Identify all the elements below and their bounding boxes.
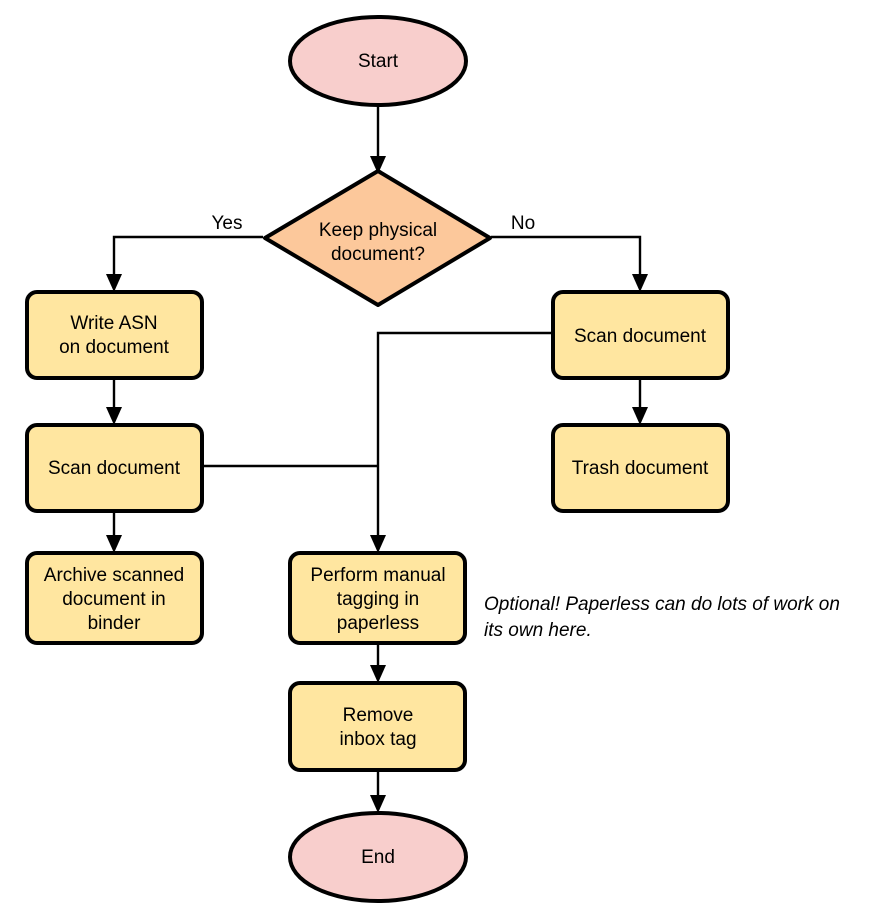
scan-left-rect <box>25 423 204 513</box>
node-manual-tagging-label-line2: tagging in <box>337 589 419 610</box>
trash-rect <box>551 423 730 513</box>
edge-decision-no-to-scan-right <box>491 235 648 292</box>
node-end-label: End <box>361 847 395 868</box>
node-trash-label: Trash document <box>572 458 709 479</box>
end-ellipse <box>288 811 468 903</box>
scan-right-rect <box>551 290 730 380</box>
edge-scan-right-to-manual-tagging <box>370 331 552 553</box>
node-scan-document-left[interactable]: Scan document <box>25 423 204 513</box>
edge-decision-yes-to-write-asn <box>106 235 263 292</box>
write-asn-rect <box>25 290 204 380</box>
edge-label-yes: Yes <box>212 213 243 234</box>
edge-scan-left-to-archive <box>106 511 122 553</box>
edge-remove-inbox-to-end <box>370 770 386 813</box>
node-end[interactable]: End <box>288 811 468 903</box>
node-start-label: Start <box>358 51 399 72</box>
arrowhead-icon <box>106 274 122 292</box>
node-scan-document-right[interactable]: Scan document <box>551 290 730 380</box>
decision-diamond <box>263 169 492 307</box>
node-perform-manual-tagging[interactable]: Perform manual tagging in paperless <box>288 551 467 645</box>
node-remove-inbox-tag[interactable]: Remove inbox tag <box>288 681 467 772</box>
node-decision-label-line2: document? <box>331 244 425 265</box>
node-archive-label-line2: document in <box>62 589 166 610</box>
annotation-line2: its own here. <box>484 620 592 641</box>
node-write-asn-label-line2: on document <box>59 337 170 358</box>
edge-manual-tagging-to-remove-inbox <box>370 643 386 683</box>
arrowhead-icon <box>106 407 122 425</box>
arrowhead-icon <box>370 665 386 683</box>
arrowhead-icon <box>632 274 648 292</box>
node-decision-label-line1: Keep physical <box>319 220 437 241</box>
node-manual-tagging-label-line3: paperless <box>337 613 419 634</box>
node-archive-label-line3: binder <box>88 613 141 634</box>
arrowhead-icon <box>370 535 386 553</box>
arrowhead-icon <box>370 795 386 813</box>
remove-inbox-rect <box>288 681 467 772</box>
node-write-asn-label-line1: Write ASN <box>70 313 157 334</box>
edge-label-no: No <box>511 213 535 234</box>
manual-tagging-rect <box>288 551 467 645</box>
annotation-optional-note: Optional! Paperless can do lots of work … <box>484 594 840 641</box>
arrowhead-icon <box>370 156 386 174</box>
node-archive-label-line1: Archive scanned <box>44 565 184 586</box>
arrowhead-icon <box>106 535 122 553</box>
node-scan-left-label: Scan document <box>48 458 181 479</box>
node-remove-inbox-label-line2: inbox tag <box>339 729 416 750</box>
edge-line <box>491 235 642 281</box>
node-scan-right-label: Scan document <box>574 326 707 347</box>
start-ellipse <box>288 15 468 107</box>
node-trash-document[interactable]: Trash document <box>551 423 730 513</box>
node-remove-inbox-label-line1: Remove <box>343 705 414 726</box>
annotation-line1: Optional! Paperless can do lots of work … <box>484 594 840 615</box>
edge-line <box>112 235 263 281</box>
node-manual-tagging-label-line1: Perform manual <box>310 565 445 586</box>
edge-start-to-decision <box>370 100 386 174</box>
edge-scan-right-to-trash <box>632 378 648 425</box>
node-write-asn-on-document[interactable]: Write ASN on document <box>25 290 204 380</box>
archive-rect <box>25 551 204 645</box>
edge-line <box>376 331 552 542</box>
node-decision-keep-physical-document[interactable]: Keep physical document? <box>263 169 492 307</box>
node-archive-scanned-document[interactable]: Archive scanned document in binder <box>25 551 204 645</box>
arrowhead-icon <box>632 407 648 425</box>
edge-write-asn-to-scan-left <box>106 378 122 425</box>
node-start[interactable]: Start <box>288 15 468 107</box>
